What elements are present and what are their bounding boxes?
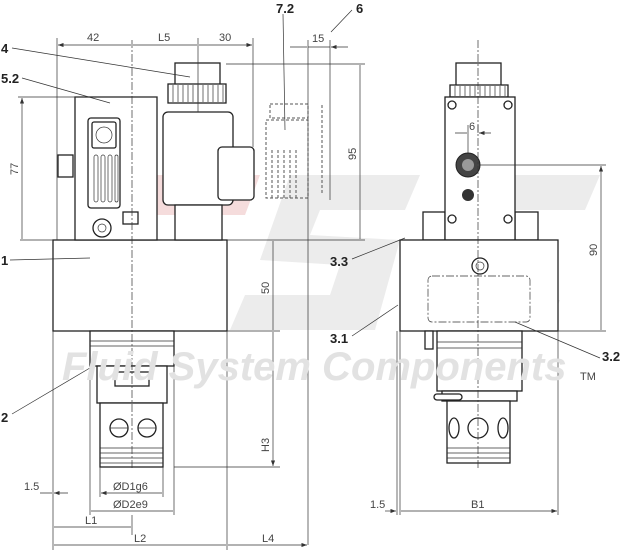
left-boss (422, 211, 446, 241)
watermark-tm: TM (580, 371, 596, 383)
dim-30: 30 (219, 32, 231, 44)
solenoid-tube (174, 204, 223, 241)
solenoid-nut (167, 83, 227, 104)
leader-lines (9, 9, 601, 415)
label-2: 2 (1, 410, 8, 425)
front-manifold-block (399, 239, 559, 332)
small-boss (122, 211, 139, 225)
dim-b1: B1 (471, 499, 484, 511)
dim-50: 50 (260, 282, 272, 294)
dim-15: 15 (312, 33, 324, 45)
plug-screw (471, 257, 489, 275)
dim-d1g6: ØD1g6 (113, 481, 148, 493)
dim-l4: L4 (262, 533, 274, 545)
dim-90: 90 (588, 244, 600, 256)
mounting-face-outline (427, 275, 531, 323)
retaining-clip (433, 393, 463, 401)
front-solenoid-cap (455, 62, 502, 87)
dim-l5: L5 (158, 32, 170, 44)
label-5-2: 5.2 (1, 71, 19, 86)
side-view-dimensions: 42 L5 30 15 77 95 50 H3 1.5 ØD1g6 ØD2e9 … (9, 32, 365, 550)
label-6: 6 (356, 1, 363, 16)
label-1: 1 (1, 253, 8, 268)
dim-l1: L1 (85, 515, 97, 527)
dim-6: 6 (469, 121, 475, 133)
alt-plug-top (269, 103, 309, 119)
label-3-3: 3.3 (330, 254, 348, 269)
label-4: 4 (1, 41, 9, 56)
dim-95: 95 (347, 148, 359, 160)
dim-right-1-5: 1.5 (370, 499, 385, 511)
dim-77: 77 (9, 163, 21, 175)
manifold-block (52, 239, 228, 332)
coil-plug (217, 146, 255, 201)
adjust-screw (92, 218, 112, 238)
label-3-2: 3.2 (602, 349, 620, 364)
label-7-2: 7.2 (276, 1, 294, 16)
side-plug (57, 154, 74, 178)
right-boss (514, 211, 539, 241)
front-view (399, 40, 559, 470)
dim-d2e9: ØD2e9 (113, 499, 148, 511)
label-3-1: 3.1 (330, 331, 348, 346)
dim-1-5: 1.5 (24, 481, 39, 493)
dim-l2: L2 (134, 533, 146, 545)
status-led (462, 189, 474, 201)
watermark-text: Fluid System Components (62, 345, 567, 389)
locating-pin (424, 330, 434, 350)
dim-h3: H3 (260, 438, 272, 452)
dim-42: 42 (87, 32, 99, 44)
solenoid-cap (174, 62, 221, 86)
front-cartridge-head (436, 330, 523, 392)
front-solenoid-nut (449, 84, 509, 98)
connector-socket (91, 121, 117, 149)
front-view-dimensions: 6 90 1.5 B1 (370, 121, 606, 515)
